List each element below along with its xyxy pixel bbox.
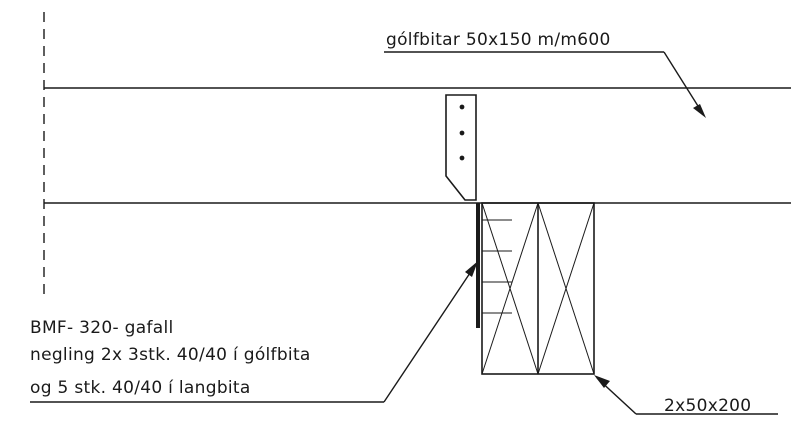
joist-label: gólfbitar 50x150 m/m600 <box>386 30 611 50</box>
hanger-nail-3 <box>459 155 465 161</box>
hanger-nail-1 <box>459 104 465 110</box>
hanger-plate <box>445 94 477 201</box>
hanger-nail-2 <box>459 130 465 136</box>
beam-left-cross-b <box>481 202 539 375</box>
beam-right-cross-b <box>537 202 595 375</box>
nailing-note-line-1: negling 2x 3stk. 40/40 í gólfbita <box>30 345 311 365</box>
leader-joist <box>663 51 704 115</box>
leader-joist-arrowhead <box>693 104 706 118</box>
leader-beam-arrowhead <box>594 375 610 388</box>
beam-label: 2x50x200 <box>664 396 752 416</box>
hanger-label: BMF- 320- gafall <box>30 318 174 338</box>
nailing-note-line-2: og 5 stk. 40/40 í langbita <box>30 378 251 398</box>
leader-hanger <box>383 263 477 403</box>
leader-hanger-arrowhead <box>465 261 478 277</box>
